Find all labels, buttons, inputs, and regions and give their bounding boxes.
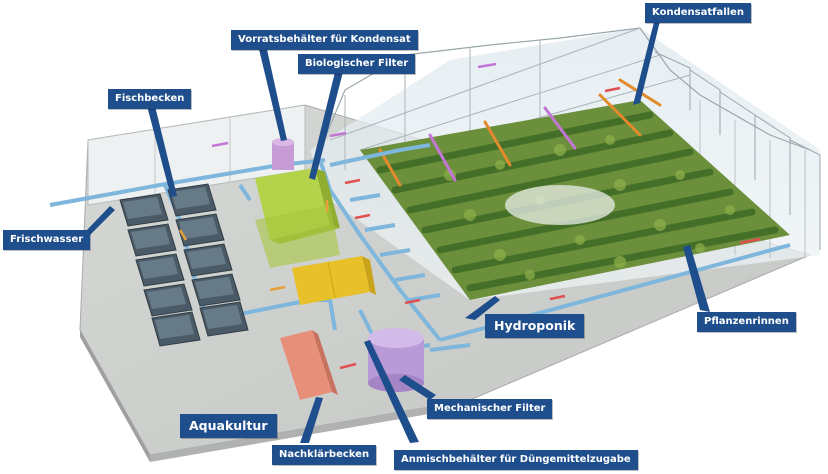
label-pflanzenrinnen: Pflanzenrinnen	[697, 312, 796, 332]
settling-tank	[292, 256, 376, 305]
label-aquakultur: Aquakultur	[180, 414, 277, 438]
label-hydroponik: Hydroponik	[485, 314, 585, 338]
floor-edge	[80, 330, 150, 462]
leader-lines	[85, 21, 710, 443]
label-frischwasser: Frischwasser	[3, 230, 91, 250]
label-kondensatfallen: Kondensatfallen	[645, 3, 751, 23]
condensate-storage-tank	[272, 138, 294, 170]
label-biologischer-filter: Biologischer Filter	[298, 54, 416, 74]
label-nachklaerbecken: Nachklärbecken	[272, 445, 377, 465]
label-vorratsbehaelter: Vorratsbehälter für Kondensat	[231, 30, 418, 50]
mist-cloud	[505, 185, 615, 225]
biological-filter	[255, 168, 340, 268]
flow-arrows	[178, 62, 761, 370]
label-anmischbehaelter: Anmischbehälter für Düngemittelzugabe	[394, 450, 638, 470]
clarifier-tank	[280, 330, 338, 400]
label-fischbecken: Fischbecken	[108, 89, 192, 109]
condensate-gutters	[378, 78, 662, 187]
label-mechanischer-filter: Mechanischer Filter	[427, 399, 553, 419]
fish-tanks	[119, 183, 249, 347]
